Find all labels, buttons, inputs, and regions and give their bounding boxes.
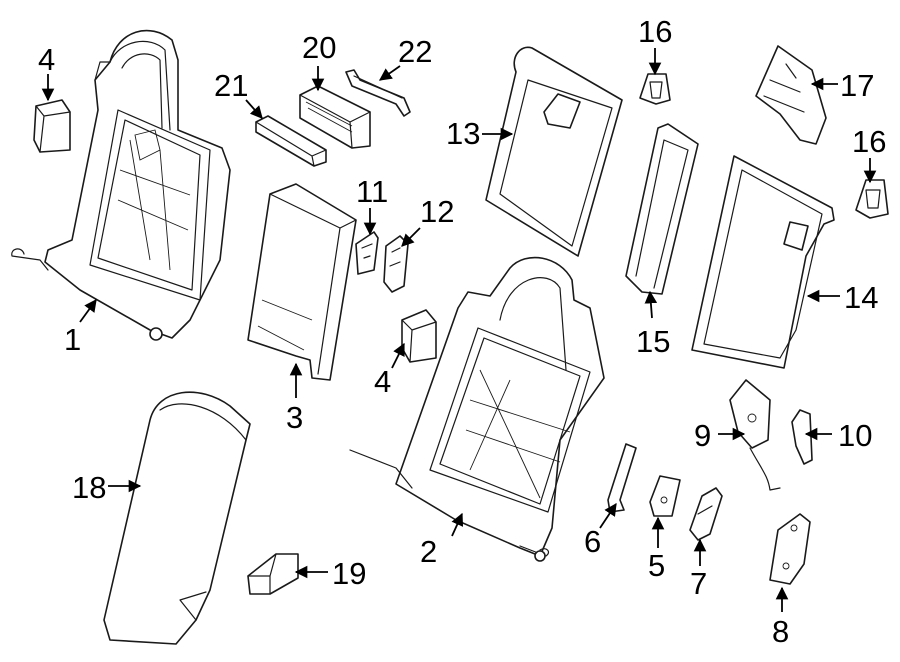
callout-16-lower: 16 — [852, 124, 886, 159]
callout-22: 22 — [398, 34, 432, 69]
callout-7: 7 — [690, 566, 707, 601]
callout-2: 2 — [420, 534, 437, 569]
part-13-back-panel — [485, 46, 623, 257]
callout-21: 21 — [214, 68, 248, 103]
leader-1 — [79, 298, 97, 323]
callout-1: 1 — [64, 322, 81, 357]
callout-20: 20 — [302, 30, 336, 65]
leader-lines — [41, 48, 877, 612]
part-10-clip — [791, 409, 813, 465]
callout-3: 3 — [286, 400, 303, 435]
callout-4-lower: 4 — [374, 364, 391, 399]
part-9-mechanism — [729, 379, 781, 491]
leader-22 — [378, 65, 401, 81]
callout-4-upper: 4 — [38, 42, 55, 77]
callout-16-upper: 16 — [638, 14, 672, 49]
part-14-rear-panel — [691, 155, 835, 369]
callout-11: 11 — [356, 174, 388, 209]
part-6-hinge-arm — [607, 443, 637, 513]
part-12-bracket — [383, 235, 409, 293]
callout-5: 5 — [648, 548, 665, 583]
part-5-latch — [649, 475, 681, 517]
part-18-cushion — [103, 391, 251, 645]
part-4-cap-lower — [401, 309, 437, 363]
leader-4b — [391, 342, 405, 369]
callout-10: 10 — [838, 418, 872, 453]
part-1-seatback-frame-left — [11, 29, 231, 341]
leader-12 — [401, 227, 421, 247]
callout-15: 15 — [636, 324, 670, 359]
part-8-bracket — [769, 513, 811, 585]
leader-6 — [599, 502, 617, 529]
part-11-bracket — [355, 231, 379, 275]
leader-21 — [245, 99, 263, 119]
part-16-clip-upper — [639, 73, 671, 105]
leader-15 — [644, 290, 658, 319]
part-3-trim-panel — [247, 183, 357, 381]
callout-labels: 1 2 3 4 4 5 6 7 8 9 10 11 12 13 14 15 16… — [38, 14, 886, 649]
part-22-rod — [345, 69, 411, 117]
callout-9: 9 — [694, 418, 711, 453]
part-2-seatback-frame-right — [349, 256, 605, 562]
part-21-retainer-strip — [255, 115, 327, 167]
part-4-cap-upper — [33, 99, 71, 153]
callout-14: 14 — [844, 280, 878, 315]
part-15-side-strip — [625, 123, 699, 295]
callout-19: 19 — [332, 556, 366, 591]
part-17-cover — [755, 45, 827, 145]
callout-12: 12 — [420, 194, 454, 229]
leader-2 — [451, 512, 464, 537]
callout-18: 18 — [72, 470, 106, 505]
part-20-latch-block — [299, 85, 371, 149]
callout-17: 17 — [840, 68, 874, 103]
callout-6: 6 — [584, 524, 601, 559]
part-19-handle — [247, 553, 299, 595]
callout-8: 8 — [772, 614, 789, 649]
part-16-clip-lower — [855, 179, 889, 219]
part-7-lever — [689, 487, 723, 541]
callout-13: 13 — [446, 116, 480, 151]
